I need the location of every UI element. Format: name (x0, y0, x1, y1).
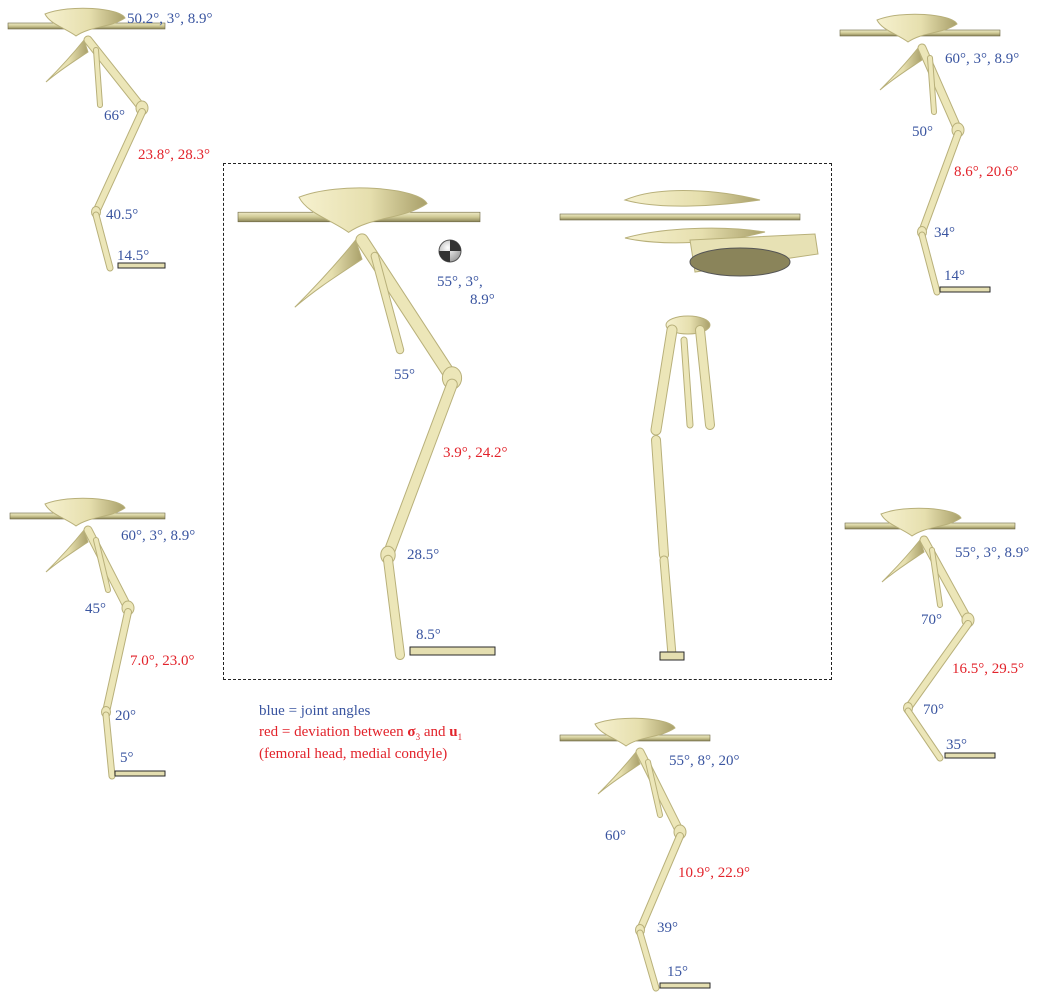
mid-left-pelvis (45, 498, 125, 526)
top-right-pelvis (877, 14, 957, 42)
top-right-foot-plate (940, 287, 990, 292)
center-deviation: 3.9°, 24.2° (443, 445, 508, 462)
center-ankle-angle: 28.5° (407, 547, 439, 564)
legend-sigma: σ (407, 724, 415, 740)
bottom-pubis (598, 752, 640, 794)
bottom-deviation: 10.9°, 22.9° (678, 865, 750, 882)
center-knee-angle: 55° (394, 367, 415, 384)
mid-right-deviation: 16.5°, 29.5° (952, 661, 1024, 678)
top-left-hip-angles: 50.2°, 3°, 8.9° (127, 11, 213, 28)
bottom-knee-angle: 60° (605, 828, 626, 845)
top-left-leg (8, 8, 165, 268)
top-left-knee-angle: 66° (104, 108, 125, 125)
mid-left-ankle-angle: 20° (115, 708, 136, 725)
center-toe-angle: 8.5° (416, 627, 441, 644)
top-right-toe-angle: 14° (944, 268, 965, 285)
top-left-toe-angle: 14.5° (117, 248, 149, 265)
center-hip-angles-line1: 55°, 3°, (437, 274, 483, 291)
bottom-tarsometatarsus (640, 933, 656, 988)
top-right-pubis (880, 48, 922, 90)
mid-right-pelvis (881, 508, 961, 536)
mid-left-deviation: 7.0°, 23.0° (130, 653, 195, 670)
top-right-deviation: 8.6°, 20.6° (954, 164, 1019, 181)
top-left-deviation: 23.8°, 28.3° (138, 147, 210, 164)
top-right-tarsometatarsus (922, 235, 937, 292)
top-left-pubis (46, 40, 88, 82)
mid-left-tarsometatarsus (106, 715, 112, 776)
top-left-tibiotarsus (96, 112, 142, 212)
mid-right-knee-angle: 70° (921, 612, 942, 629)
top-right-knee-angle: 50° (912, 124, 933, 141)
bottom-hip-angles: 55°, 8°, 20° (669, 753, 740, 770)
top-right-hip-angles: 60°, 3°, 8.9° (945, 51, 1019, 68)
mid-right-toe-angle: 35° (946, 737, 967, 754)
bottom-tibiotarsus (640, 836, 680, 930)
top-left-ankle-angle: 40.5° (106, 207, 138, 224)
mid-left-foot-plate (115, 771, 165, 776)
mid-left-toe-angle: 5° (120, 750, 134, 767)
mid-right-ankle-angle: 70° (923, 702, 944, 719)
legend-blue-line: blue = joint angles (259, 703, 462, 720)
legend-red-prefix: red = deviation between (259, 724, 407, 740)
top-left-pelvis (45, 8, 125, 36)
legend-u: u (449, 724, 457, 740)
top-right-tibiotarsus (922, 134, 958, 232)
mid-left-tibiotarsus (106, 612, 128, 712)
mid-left-knee-angle: 45° (85, 601, 106, 618)
legend: blue = joint angles red = deviation betw… (259, 703, 462, 763)
legend-red-line2: (femoral head, medial condyle) (259, 746, 462, 763)
bottom-foot-plate (660, 983, 710, 988)
center-pose-frame (223, 163, 832, 680)
center-hip-angles-line2: 8.9° (470, 292, 495, 309)
legend-and: and (420, 724, 449, 740)
mid-left-hip-angles: 60°, 3°, 8.9° (121, 528, 195, 545)
mid-right-hip-angles: 55°, 3°, 8.9° (955, 545, 1029, 562)
bottom-toe-angle: 15° (667, 964, 688, 981)
legend-u-sub: 1 (458, 732, 463, 742)
legend-red-line: red = deviation between σ3 and u1 (259, 724, 462, 746)
mid-right-pubis (882, 540, 924, 582)
bottom-pelvis (595, 718, 675, 746)
top-right-ankle-angle: 34° (934, 225, 955, 242)
bottom-ankle-angle: 39° (657, 920, 678, 937)
mid-left-pubis (46, 530, 88, 572)
